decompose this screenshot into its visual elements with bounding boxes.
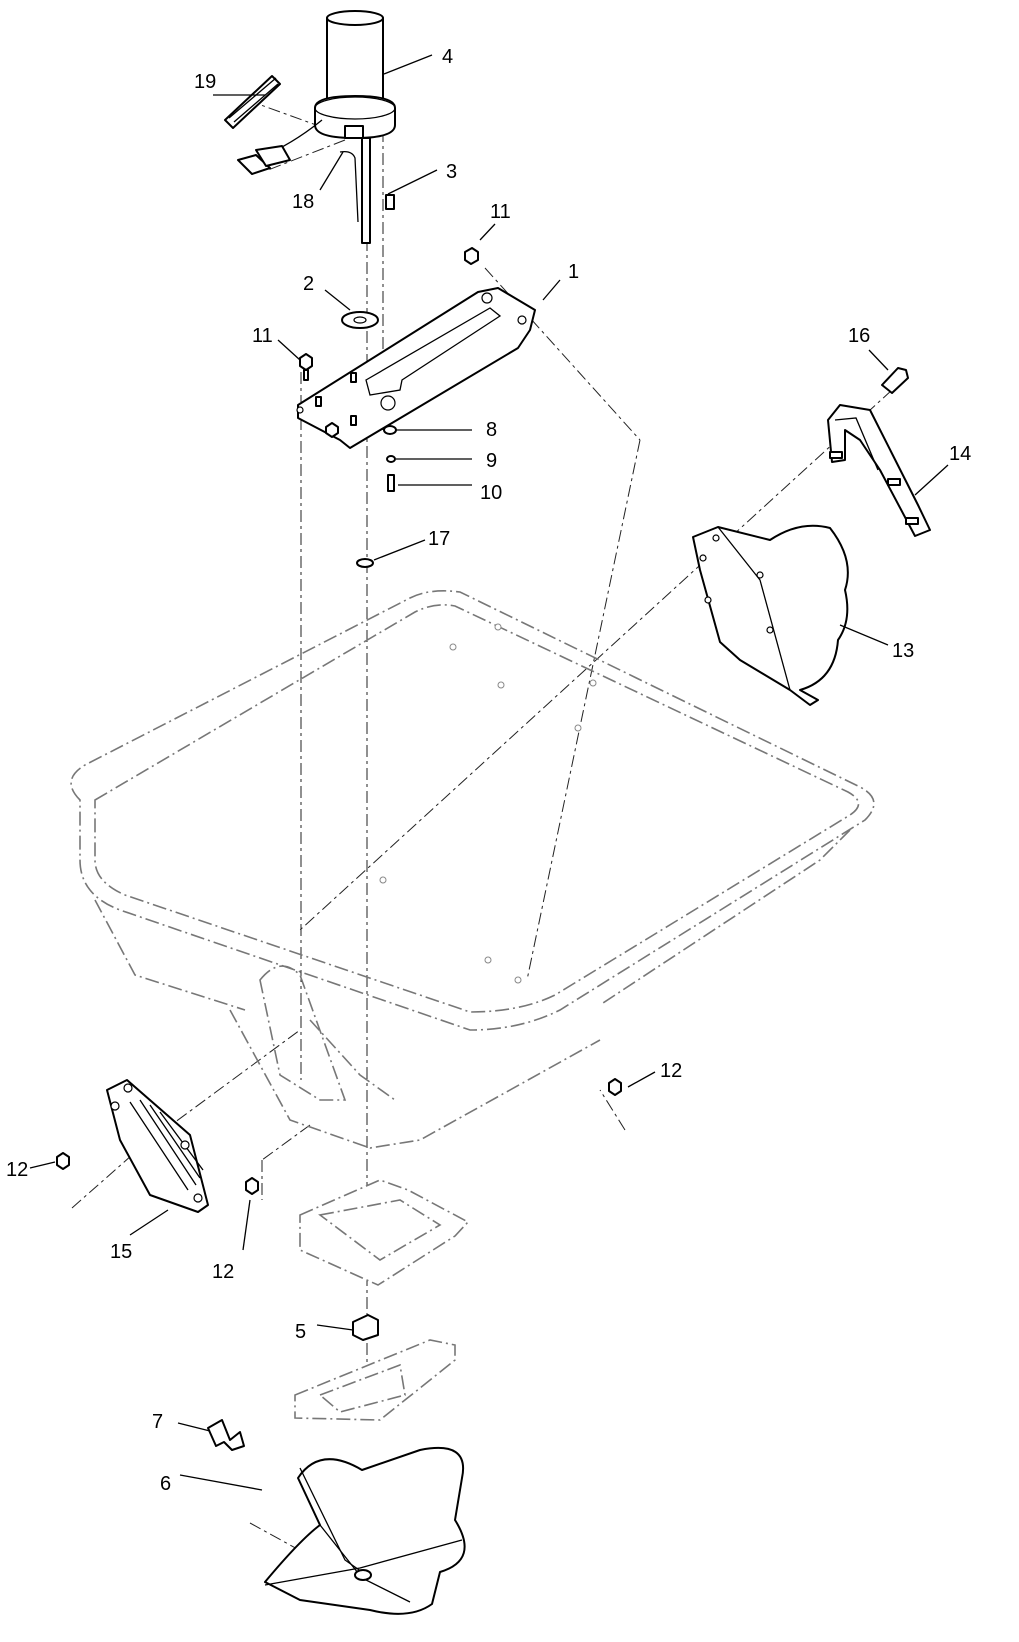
washer-8	[383, 425, 397, 435]
bolt-11-lower	[299, 353, 313, 381]
clip-7	[207, 1419, 245, 1451]
bolt-10	[387, 474, 395, 492]
callout-11-upper: 11	[490, 201, 511, 223]
deflector-13	[692, 524, 849, 706]
callout-19: 19	[194, 71, 216, 93]
callout-14: 14	[949, 443, 971, 465]
hopper-phantom	[70, 590, 875, 1149]
mounting-plate	[296, 287, 536, 449]
nut-12-left	[56, 1152, 70, 1170]
bolt-11-upper	[464, 247, 479, 265]
wire-harness	[224, 75, 323, 175]
guard-plate-15	[106, 1079, 209, 1213]
callout-11-lower: 11	[252, 325, 273, 347]
bracket-14	[827, 404, 931, 537]
callout-17: 17	[428, 528, 450, 550]
motor-shaft	[339, 137, 371, 244]
screw-3	[385, 194, 395, 210]
washer-2	[341, 311, 379, 329]
callout-8: 8	[486, 419, 497, 441]
lower-bracket-phantom	[294, 1179, 470, 1421]
washer-17	[356, 558, 374, 568]
callout-13: 13	[892, 640, 914, 662]
callout-12-left: 12	[6, 1159, 28, 1181]
callout-10: 10	[480, 482, 502, 504]
spinner-6	[264, 1446, 466, 1615]
callout-3: 3	[446, 161, 457, 183]
callout-5: 5	[295, 1321, 306, 1343]
bushing-5	[352, 1314, 379, 1341]
nut-12-right	[608, 1078, 622, 1096]
leader-lines	[29, 54, 949, 1491]
callout-7: 7	[152, 1411, 163, 1433]
bolt-16	[881, 367, 909, 394]
callout-labels: 4 19 3 18 11 1 2 11 16 8 9 10 14 17 13 1…	[6, 46, 971, 1495]
callout-4: 4	[442, 46, 453, 68]
callout-6: 6	[160, 1473, 171, 1495]
lockwasher-9	[386, 455, 396, 463]
callout-15: 15	[110, 1241, 132, 1263]
callout-2: 2	[303, 273, 314, 295]
motor	[314, 10, 396, 139]
callout-1: 1	[568, 261, 579, 283]
callout-12-center: 12	[212, 1261, 234, 1283]
callout-16: 16	[848, 325, 870, 347]
callout-18: 18	[292, 191, 314, 213]
callout-12-right: 12	[660, 1060, 682, 1082]
nut-12-center	[245, 1177, 259, 1195]
callout-9: 9	[486, 450, 497, 472]
